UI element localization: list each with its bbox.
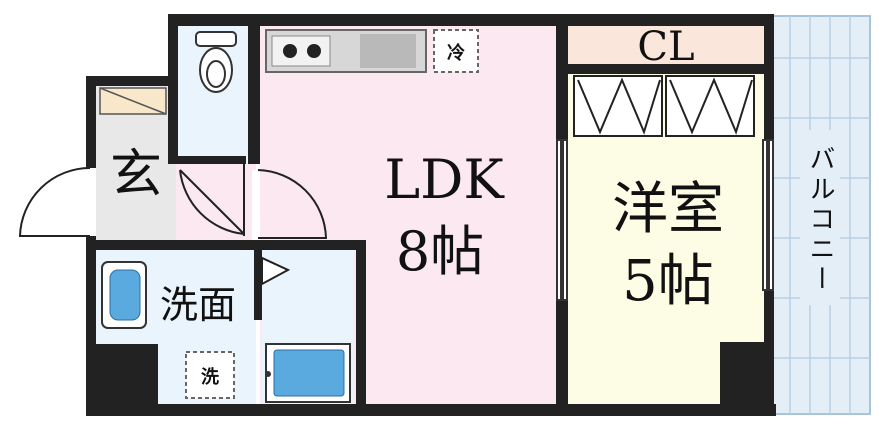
- washer-space: 洗: [185, 351, 235, 399]
- closet-doors: [573, 75, 755, 137]
- shoe-box: [99, 87, 167, 115]
- western-size-label: 5帖: [622, 249, 714, 314]
- ldk-size-label: 8帖: [396, 220, 484, 283]
- entrance-door: [18, 167, 94, 237]
- bath-door: [261, 256, 291, 286]
- fridge-label: 冷: [447, 42, 465, 64]
- western-name-label: 洋室: [612, 177, 724, 242]
- hall-door: [252, 169, 328, 240]
- sliding-door: [556, 139, 568, 301]
- washbasin: [101, 261, 147, 329]
- closet-label: CL: [637, 24, 694, 70]
- hall-area: [176, 164, 256, 242]
- balcony-window: [762, 139, 774, 291]
- washroom-label: 洗面: [160, 283, 236, 327]
- entrance-label: 玄: [110, 145, 162, 205]
- washer-label: 洗: [201, 366, 219, 388]
- toilet-door: [179, 164, 245, 236]
- bathtub: [265, 343, 351, 403]
- balcony-area: バルコニー: [771, 15, 871, 415]
- fridge-space: 冷: [433, 29, 479, 73]
- balcony-label: バルコニー: [805, 145, 835, 295]
- toilet-fixture: [195, 31, 237, 93]
- kitchen-counter: [265, 29, 427, 73]
- ldk-name-label: LDK: [384, 148, 505, 211]
